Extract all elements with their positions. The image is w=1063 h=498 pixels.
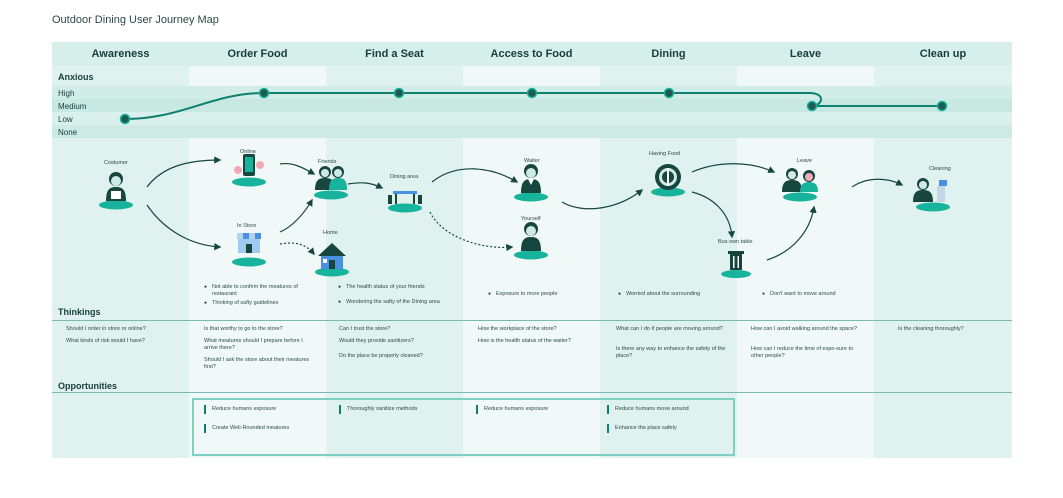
divider-thinkings xyxy=(52,320,1012,321)
arrow-havingfood-bus xyxy=(691,191,736,239)
arrow-waiter-havingfood xyxy=(561,189,644,210)
thinking-item: How is the health status of the waiter? xyxy=(478,338,571,344)
arrow-havingfood-leave xyxy=(691,163,776,173)
node-label-online: Online xyxy=(240,149,256,155)
person-icon xyxy=(521,222,541,251)
pain-point: Not able to confirm the meatures of rest… xyxy=(204,284,322,298)
waiter-icon xyxy=(521,164,541,193)
table-icon xyxy=(388,191,422,204)
thinking-item: Do the place be properly cleaned? xyxy=(339,353,423,359)
level-band-medium xyxy=(52,99,1012,112)
level-low: Low xyxy=(58,115,73,124)
node-label-dining-area: Dining area xyxy=(390,174,419,180)
people-leaving-icon xyxy=(782,168,818,192)
anxiety-point xyxy=(936,100,948,112)
thinking-item: Is there any way to enhance the safety o… xyxy=(616,346,726,359)
stage-leave: Leave xyxy=(789,48,822,60)
arrow-online-friends xyxy=(279,162,316,175)
store-icon xyxy=(237,233,261,253)
arrow-friends-dining xyxy=(347,182,384,189)
node-label-in-store: In Store xyxy=(237,223,257,229)
level-band-low xyxy=(52,112,1012,125)
arrow-leave-cleaning xyxy=(851,178,904,188)
arrow-instore-home xyxy=(279,242,315,256)
opportunities-label: Opportunities xyxy=(58,381,117,391)
thinking-item: Should I order in store or online? xyxy=(66,326,146,332)
thinking-item: What can I do if people are moving aroun… xyxy=(616,326,723,332)
pain-point: The health status of your friends xyxy=(338,284,461,291)
journey-board: Awareness Order Food Find a Seat Access … xyxy=(52,42,1012,458)
opportunity-item: Reduce humans exposure xyxy=(204,405,276,414)
stage-clean-up: Clean up xyxy=(919,48,967,60)
opportunity-item: Enhance the place safety xyxy=(607,424,677,433)
node-label-friends: Friends xyxy=(318,159,337,165)
stage-access-food: Access to Food xyxy=(490,48,573,60)
opportunity-item: Reduce humans exposure xyxy=(476,405,548,414)
thinking-item: How can I avoid walking around the space… xyxy=(751,326,858,332)
anxiety-point xyxy=(526,87,538,99)
level-none: None xyxy=(58,128,78,137)
anxious-label: Anxious xyxy=(58,72,94,82)
arrow-costumer-instore xyxy=(146,204,222,251)
phone-order-icon xyxy=(234,154,264,176)
anxiety-point xyxy=(663,87,675,99)
opportunity-item: Create Well-Rounded meatures xyxy=(204,424,289,433)
thinking-item: Is that worthy to go to the store? xyxy=(204,326,283,332)
thinking-item: What kinds of risk would I have? xyxy=(66,338,145,344)
thinking-item: Would they provide sanitizers? xyxy=(339,338,414,344)
pain-point: Don't want to move around xyxy=(762,291,870,298)
thinkings-label: Thinkings xyxy=(58,307,101,317)
level-medium: Medium xyxy=(58,102,87,111)
opportunity-item: Thoroughly sanitize methods xyxy=(339,405,417,414)
level-high: High xyxy=(58,89,75,98)
arrow-dining-yourself xyxy=(429,211,514,252)
node-label-leave: Leave xyxy=(797,158,812,164)
page-title: Outdoor Dining User Journey Map xyxy=(52,14,219,26)
level-band-none xyxy=(52,125,1012,138)
pain-point: Worried about the surrounding xyxy=(618,291,736,298)
node-label-cleaning: Cleaning xyxy=(929,166,951,172)
arrow-dining-waiter xyxy=(431,168,519,183)
anxiety-point xyxy=(393,87,405,99)
sanitize-spray-icon xyxy=(913,178,947,202)
divider-opportunities xyxy=(52,392,1012,393)
trash-can-icon xyxy=(728,251,744,270)
friends-icon xyxy=(315,166,347,190)
thinking-item: Is the cleaning thoroughly? xyxy=(898,326,964,332)
thinking-item: Can I trust the store? xyxy=(339,326,391,332)
pain-point: Exposure to more people xyxy=(488,291,596,298)
node-label-yourself: Yourself xyxy=(521,216,541,222)
arrow-costumer-online xyxy=(146,156,222,188)
opportunity-item: Reduce humans move around xyxy=(607,405,689,414)
stage-header-band xyxy=(52,42,1012,66)
thinking-item: How can I reduce the time of expo-sure t… xyxy=(751,346,854,359)
stage-find-seat: Find a Seat xyxy=(365,48,424,60)
node-label-home: Home xyxy=(323,230,338,236)
anxiety-curve xyxy=(124,92,942,120)
arrow-instore-friends xyxy=(279,198,313,233)
node-label-having-food: Having Food xyxy=(649,151,681,157)
journey-graphics xyxy=(99,87,950,278)
thinking-item: What meatures should I prepare before I … xyxy=(204,338,303,351)
anxiety-point xyxy=(119,113,131,125)
anxiety-point xyxy=(258,87,270,99)
stage-order-food: Order Food xyxy=(227,48,288,60)
node-label-bus-own-table: Bus own table xyxy=(718,239,753,245)
plate-cutlery-icon xyxy=(655,164,681,190)
pain-point: Thinking of safty guidelines xyxy=(204,300,322,307)
thinking-item: Should I ask the store about their meatu… xyxy=(204,357,310,370)
thinking-item: How the workplace of the store? xyxy=(478,326,557,332)
pain-point: Wondering the safty of the Dining area xyxy=(338,299,466,306)
stage-dining: Dining xyxy=(651,48,686,60)
node-label-waiter: Waiter xyxy=(524,158,540,164)
stage-awareness: Awareness xyxy=(91,48,150,60)
arrow-bus-leave xyxy=(766,205,817,261)
person-icon xyxy=(106,172,126,201)
opportunities-box xyxy=(192,398,735,456)
node-label-costumer: Costumer xyxy=(104,160,128,166)
anxiety-point xyxy=(806,100,818,112)
house-icon xyxy=(318,243,346,269)
